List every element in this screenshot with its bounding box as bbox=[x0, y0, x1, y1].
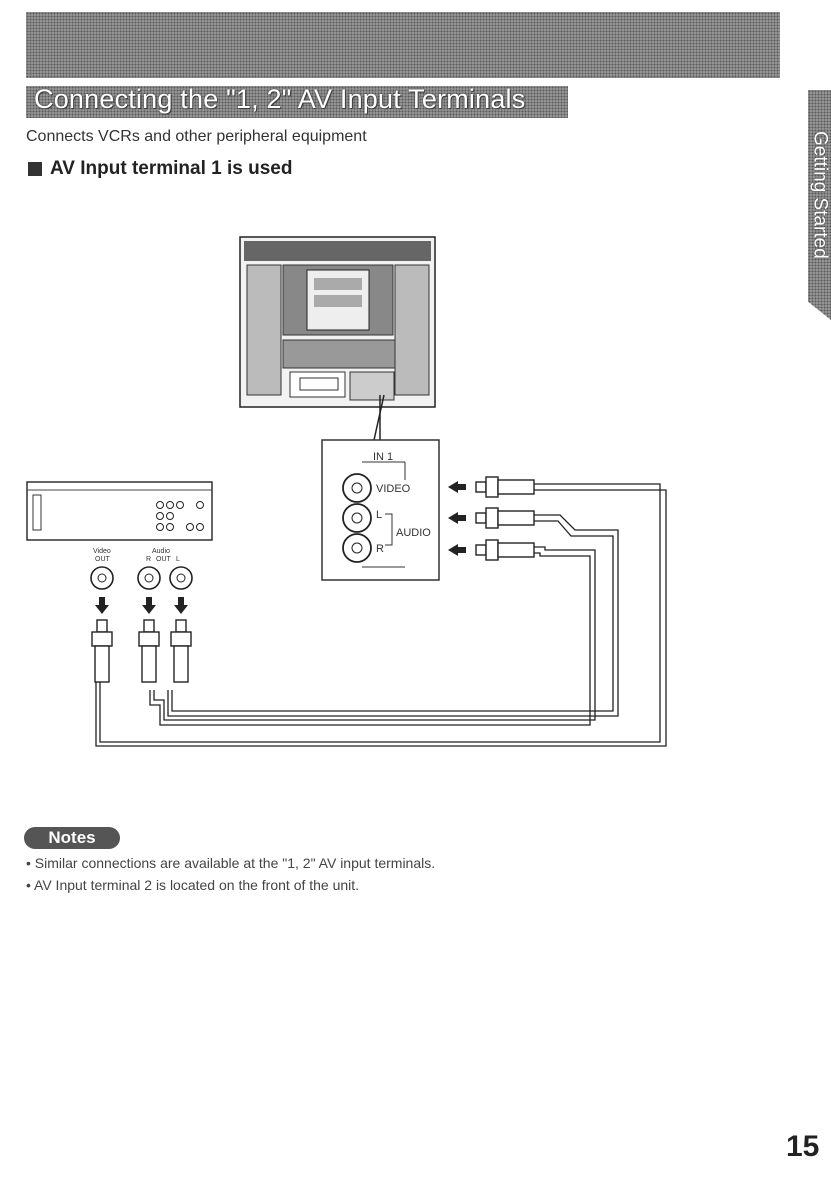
notes-list: Similar connections are available at the… bbox=[26, 855, 435, 899]
audio-r-jack-icon bbox=[342, 533, 372, 563]
video-label: VIDEO bbox=[376, 483, 411, 495]
header-band bbox=[26, 12, 780, 78]
vcr-audio-r-jack-icon bbox=[137, 566, 161, 590]
down-arrows bbox=[95, 597, 188, 614]
vcr-plugs bbox=[91, 619, 192, 683]
vcr-video-label: Video bbox=[93, 548, 111, 555]
vcr-video-out: OUT bbox=[95, 556, 111, 563]
arrow-left-icon bbox=[448, 481, 458, 493]
vcr-r-label: R bbox=[146, 556, 151, 563]
vcr-audio-l-jack-icon bbox=[169, 566, 193, 590]
intro-text: Connects VCRs and other peripheral equip… bbox=[26, 128, 367, 145]
tv-rear-illustration bbox=[239, 236, 436, 441]
vcr-video-jack-icon bbox=[90, 566, 114, 590]
page-title: Connecting the "1, 2" AV Input Terminals bbox=[34, 84, 526, 114]
notes-badge: Notes bbox=[24, 827, 120, 849]
vcr-audio-out: OUT bbox=[156, 556, 172, 563]
section-heading-text: AV Input terminal 1 is used bbox=[50, 158, 293, 179]
connection-diagram: IN 1 VIDEO L R AUDIO bbox=[26, 236, 667, 747]
list-item: AV Input terminal 2 is located on the fr… bbox=[26, 877, 435, 893]
side-tab bbox=[808, 90, 831, 320]
arrow-left-icon bbox=[448, 544, 458, 556]
l-label: L bbox=[376, 509, 382, 521]
audio-l-jack-icon bbox=[342, 503, 372, 533]
in1-label: IN 1 bbox=[373, 451, 393, 463]
square-bullet-icon bbox=[28, 162, 42, 176]
audio-label: AUDIO bbox=[396, 527, 431, 539]
cables bbox=[95, 483, 667, 747]
title-bar bbox=[26, 86, 568, 118]
terminal-panel: IN 1 VIDEO L R AUDIO bbox=[321, 439, 440, 581]
side-tab-label: Getting Started bbox=[809, 131, 831, 259]
input-arrows bbox=[448, 481, 466, 556]
section-heading: AV Input terminal 1 is used bbox=[28, 158, 292, 180]
vcr-audio-label: Audio bbox=[152, 548, 170, 555]
video-jack-icon bbox=[342, 473, 372, 503]
vcr-illustration: Video OUT Audio R OUT L bbox=[26, 481, 213, 590]
arrow-left-icon bbox=[448, 512, 458, 524]
panel-plugs bbox=[475, 476, 535, 561]
page-number: 15 bbox=[786, 1130, 820, 1163]
vcr-l-label: L bbox=[176, 556, 180, 563]
r-label: R bbox=[376, 543, 384, 555]
list-item: Similar connections are available at the… bbox=[26, 855, 435, 871]
